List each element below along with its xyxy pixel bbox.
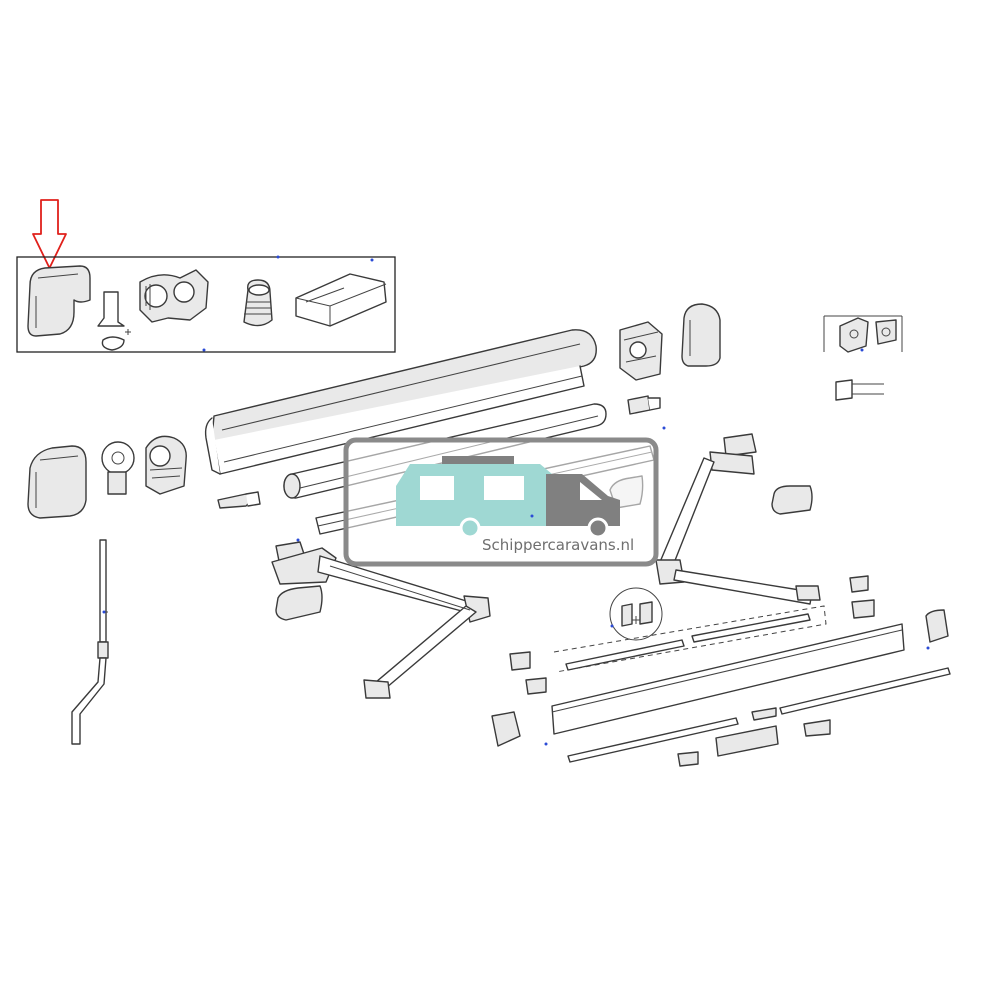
lead-bar-right-rail[interactable]	[691, 613, 811, 643]
locking-pin-part[interactable]	[835, 379, 884, 401]
control-box-part[interactable]	[295, 273, 387, 327]
end-cap-cover[interactable]	[27, 445, 87, 519]
crank-handle[interactable]	[71, 539, 109, 745]
right-support-arm[interactable]	[655, 433, 821, 605]
gear-housing-part[interactable]	[101, 435, 187, 495]
left-arm-cap[interactable]	[275, 585, 323, 621]
motor-drive-part[interactable]	[619, 321, 663, 381]
clip-part[interactable]	[875, 319, 897, 345]
awning-cassette-profile[interactable]	[204, 329, 597, 475]
sliding-block-2[interactable]	[525, 677, 547, 695]
sliding-block-4[interactable]	[851, 599, 875, 619]
watermark-text: Schippercaravans.nl	[482, 536, 634, 554]
watermark-logo: Schippercaravans.nl	[343, 437, 659, 567]
rail-end-cap-right[interactable]	[925, 609, 949, 643]
connector-small[interactable]	[751, 707, 777, 721]
sliding-block-3[interactable]	[849, 575, 869, 593]
arm-mount-inset-circle	[609, 587, 663, 641]
caravan-silhouette-icon	[396, 456, 620, 539]
bottom-rail-1[interactable]	[567, 717, 739, 763]
rail-end-cap-left[interactable]	[491, 711, 521, 747]
connector-block-b[interactable]	[677, 751, 699, 767]
spring-roller-part[interactable]	[243, 279, 273, 327]
small-connector-left[interactable]	[217, 491, 261, 509]
bracket-part[interactable]	[97, 291, 131, 351]
bottom-rail-2[interactable]	[779, 667, 951, 715]
accent-dots	[102, 255, 930, 746]
end-cap-part[interactable]	[27, 265, 91, 337]
connector-block-a[interactable]	[715, 725, 779, 757]
gear-motor-part[interactable]	[139, 269, 209, 323]
front-profile-bar[interactable]	[551, 623, 905, 735]
sliding-block-1[interactable]	[509, 651, 531, 671]
arrow-down-icon	[32, 199, 67, 269]
mounting-bracket-inset	[823, 315, 903, 353]
right-arm-cap[interactable]	[771, 485, 813, 515]
lead-bar-left-rail[interactable]	[565, 639, 685, 671]
lead-bar-dashed-group	[553, 605, 827, 673]
spare-parts-inset-box	[16, 256, 396, 353]
connector-block-c[interactable]	[803, 719, 831, 737]
end-plug-part[interactable]	[627, 395, 661, 415]
end-cap-right[interactable]	[681, 303, 721, 367]
wall-bracket-part[interactable]	[839, 317, 869, 353]
left-support-arm[interactable]	[271, 541, 491, 699]
